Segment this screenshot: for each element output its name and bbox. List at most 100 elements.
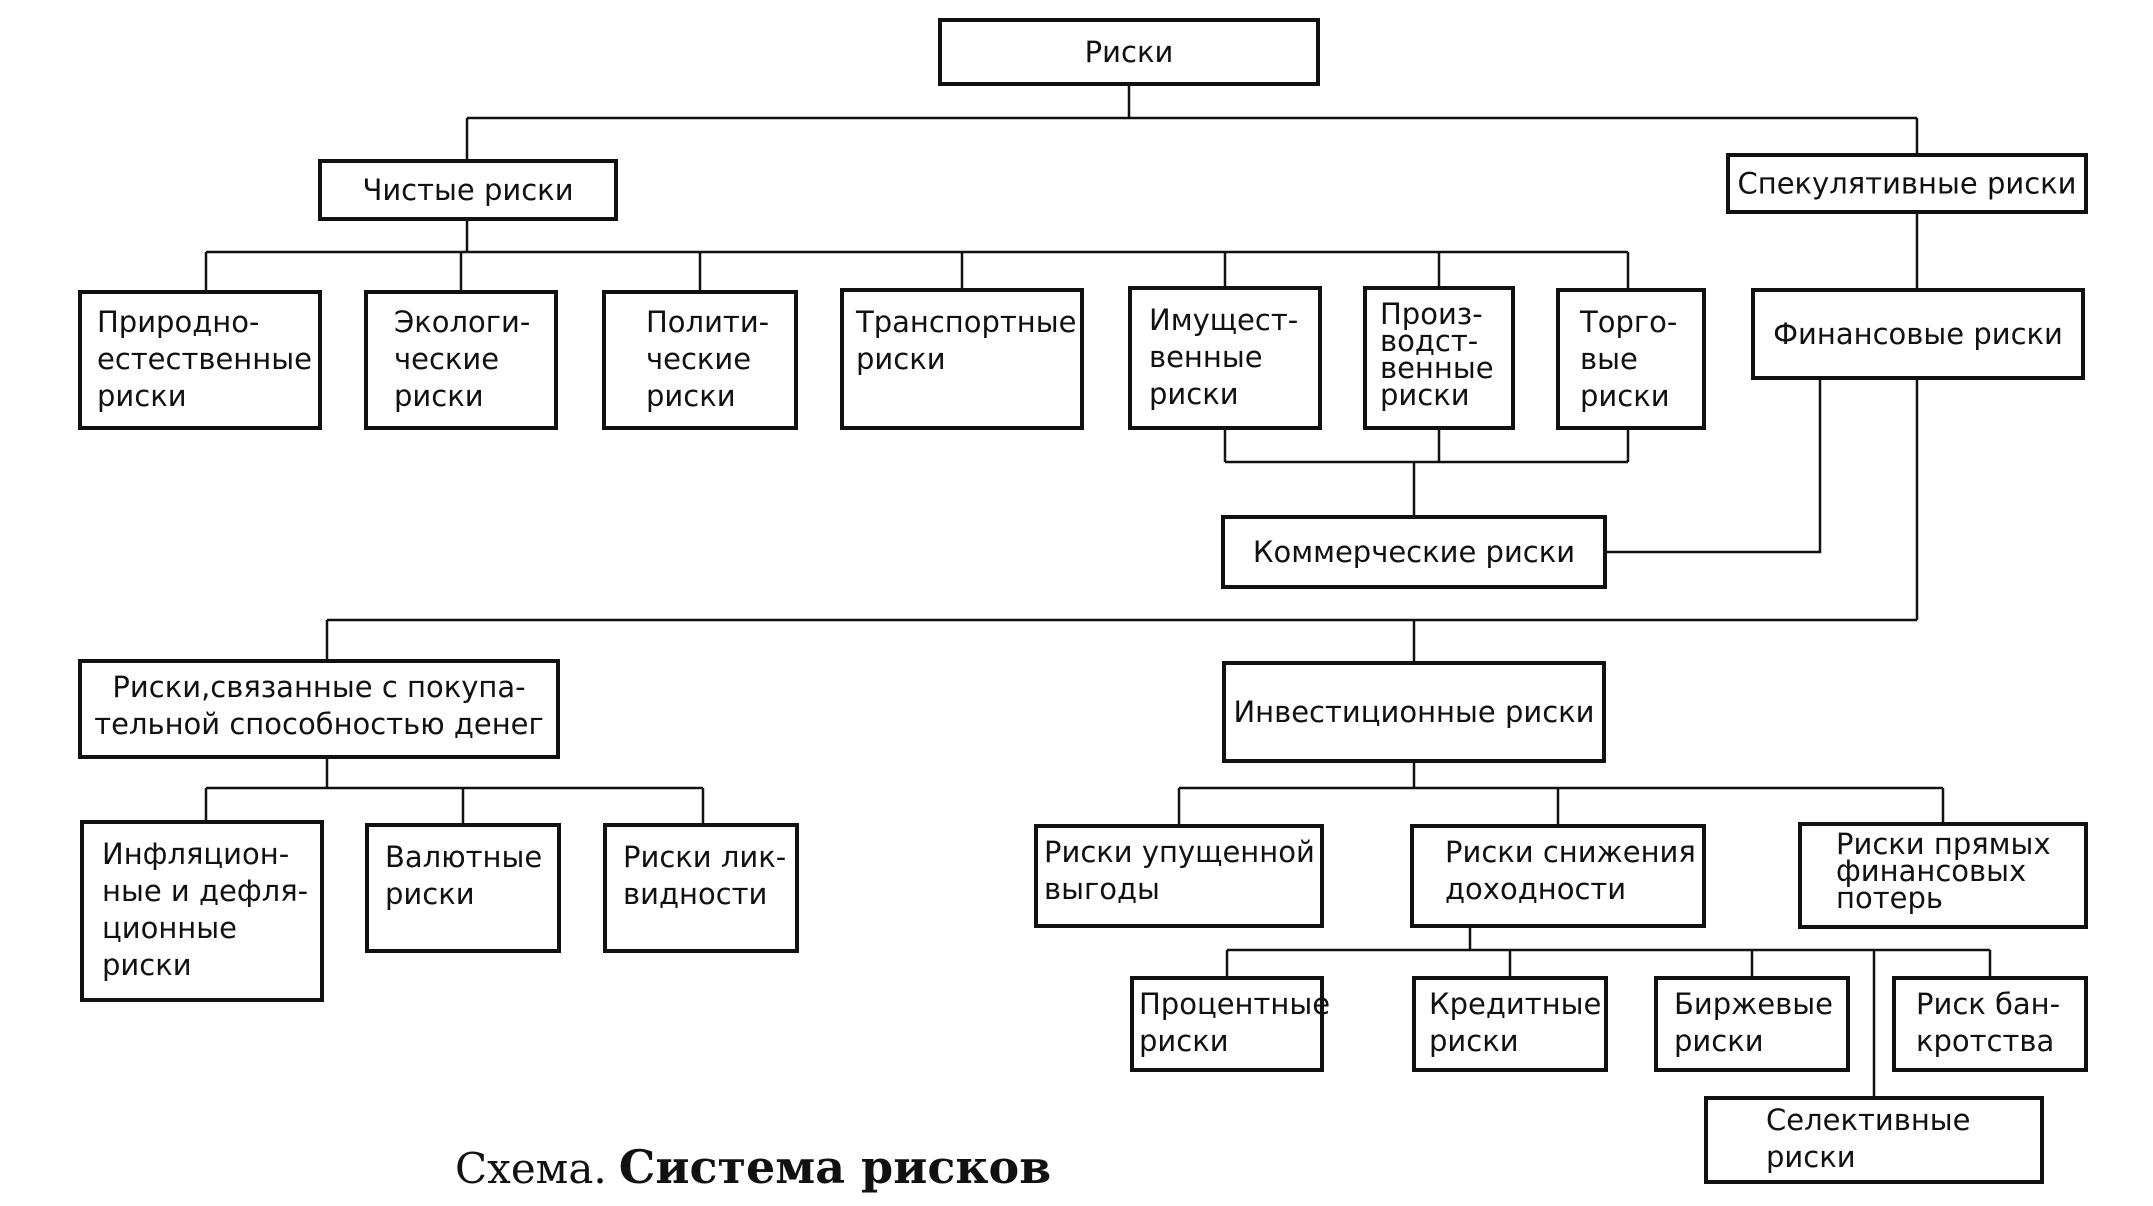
- diagram-caption: Схема.Система рисков: [455, 1140, 1051, 1194]
- node-label: Риски упущенной: [1044, 835, 1315, 869]
- node-box: [78, 659, 560, 759]
- connector-line: [1605, 378, 1822, 554]
- node-label: Финансовые риски: [1773, 317, 2063, 351]
- node-label: венные: [1149, 340, 1263, 374]
- node-box: [840, 288, 1084, 430]
- node-label: Транспортные: [855, 305, 1077, 339]
- node-label: риски: [1766, 1140, 1856, 1174]
- node-label: риски: [856, 342, 946, 376]
- node-purchasing: Риски,связанные с покупа-тельной способн…: [78, 659, 560, 759]
- caption-lead: Схема.: [455, 1144, 607, 1193]
- node-box: [603, 823, 799, 953]
- node-label: доходности: [1445, 872, 1626, 906]
- node-commercial: Коммерческие риски: [1221, 515, 1607, 589]
- node-label: Произ-: [1380, 297, 1483, 331]
- caption-title: Система рисков: [618, 1140, 1052, 1194]
- node-label: Процентные: [1139, 987, 1330, 1021]
- node-label: ционные: [102, 911, 237, 945]
- node-box: [318, 159, 618, 221]
- node-box: [364, 290, 558, 430]
- node-label: риски: [1149, 377, 1239, 411]
- node-label: Торго-: [1579, 305, 1677, 339]
- node-box: [1222, 661, 1606, 763]
- node-box: [1410, 824, 1706, 928]
- node-label: Риски лик-: [623, 840, 786, 874]
- node-box: [602, 290, 798, 430]
- node-label: кротства: [1916, 1024, 2054, 1058]
- node-box: [1704, 1096, 2044, 1184]
- node-label: вые: [1580, 342, 1638, 376]
- node-speculative: Спекулятивные риски: [1726, 153, 2088, 214]
- node-label: Риски,связанные с покупа-: [112, 670, 525, 704]
- node-box: [1798, 822, 2088, 929]
- node-label: естественные: [97, 342, 312, 376]
- node-box: [1130, 976, 1324, 1072]
- node-box: [365, 823, 561, 953]
- node-box: [1128, 286, 1322, 430]
- node-label: Экологи-: [394, 305, 530, 339]
- node-label: Риски: [1085, 35, 1174, 69]
- node-label: Инфляцион-: [102, 837, 289, 871]
- node-box: [1034, 824, 1324, 928]
- node-label: Валютные: [385, 840, 542, 874]
- node-label: венные: [1380, 351, 1494, 385]
- node-label: тельной способностью денег: [94, 707, 544, 741]
- node-label: ческие: [646, 342, 751, 376]
- node-label: риски: [102, 948, 192, 982]
- node-label: риски: [97, 379, 187, 413]
- node-investment: Инвестиционные риски: [1222, 661, 1606, 763]
- node-label: Биржевые: [1674, 987, 1833, 1021]
- node-label: ческие: [394, 342, 499, 376]
- node-label: Риски снижения: [1445, 835, 1696, 869]
- node-box: [1751, 288, 2085, 380]
- node-label: водст-: [1380, 324, 1478, 358]
- connector-lines: [204, 84, 1992, 1098]
- node-label: Коммерческие риски: [1253, 535, 1575, 569]
- node-box: [1221, 515, 1607, 589]
- node-label: финансовых: [1836, 854, 2026, 888]
- node-label: Селективные: [1766, 1103, 1971, 1137]
- node-label: риски: [646, 379, 736, 413]
- node-label: риски: [385, 877, 475, 911]
- node-box: [1654, 976, 1850, 1072]
- node-label: Инвестиционные риски: [1233, 695, 1594, 729]
- node-pure: Чистые риски: [318, 159, 618, 221]
- node-label: риски: [1139, 1024, 1229, 1058]
- node-label: Чистые риски: [362, 173, 573, 207]
- node-label: риски: [1429, 1024, 1519, 1058]
- node-label: видности: [623, 877, 767, 911]
- node-box: [80, 820, 324, 1002]
- node-label: ные и дефля-: [102, 874, 308, 908]
- node-box: [1363, 286, 1515, 430]
- node-label: риски: [1674, 1024, 1764, 1058]
- node-label: Спекулятивные риски: [1737, 167, 2076, 201]
- node-financial: Финансовые риски: [1751, 288, 2085, 380]
- node-label: Имущест-: [1149, 303, 1298, 337]
- node-box: [1412, 976, 1608, 1072]
- node-label: Риски прямых: [1836, 827, 2051, 861]
- node-label: выгоды: [1044, 872, 1160, 906]
- node-box: [1892, 976, 2088, 1072]
- node-label: Природно-: [97, 305, 259, 339]
- node-label: риски: [1380, 378, 1470, 412]
- node-bankruptcy: Риск бан-кротства: [1892, 976, 2088, 1072]
- node-box: [78, 290, 322, 430]
- node-label: Риск бан-: [1916, 987, 2060, 1021]
- node-liquidity: Риски лик-видности: [603, 823, 799, 953]
- node-label: риски: [394, 379, 484, 413]
